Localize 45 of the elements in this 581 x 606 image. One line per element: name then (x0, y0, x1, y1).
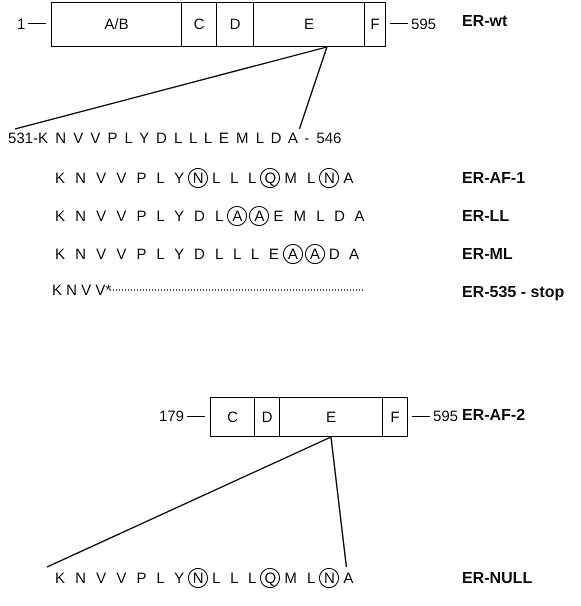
domain-box: C (181, 2, 217, 47)
circled-residue: A (282, 244, 303, 264)
expansion-line (298, 46, 328, 130)
construct-name: ER-AF-2 (462, 407, 526, 425)
sequence-text: M L (284, 570, 316, 586)
construct-name: ER-535 - stop (462, 284, 564, 302)
sequence-text: L L L (212, 570, 256, 586)
sequence-text: D A (328, 246, 360, 262)
sequence-text: K N V V P L Y (55, 170, 184, 186)
construct-name: ER-wt (462, 13, 508, 31)
sequence-text: K N V V P L Y D L (55, 208, 224, 224)
domain-box: A/B (51, 2, 182, 47)
domain-box: C (210, 397, 255, 437)
domain-box: D (216, 2, 254, 47)
sequence-text: K N V V P L Y D L L L E (55, 246, 279, 262)
construct-name: ER-LL (462, 208, 510, 226)
sequence-text: L L L (212, 170, 256, 186)
circled-residue: Q (260, 168, 280, 188)
domain-box: D (254, 397, 280, 437)
expansion-line (330, 436, 348, 568)
circled-residue: Q (260, 568, 280, 588)
sequence-text: A (343, 570, 354, 586)
domain-box: E (253, 2, 365, 47)
construct-name: ER-AF-1 (462, 170, 526, 188)
circled-residue: A (249, 206, 270, 226)
domain-box: E (279, 397, 383, 437)
sequence-text: A (343, 170, 354, 186)
circled-residue: N (319, 568, 340, 588)
residue-number: 595 (389, 16, 436, 32)
circled-residue: N (188, 168, 208, 188)
circled-residue: N (188, 568, 208, 588)
domain-box: F (382, 397, 408, 437)
expansion-line (46, 436, 332, 568)
sequence-text: E M L D A (273, 208, 364, 224)
sequence-text: K N V V* (52, 282, 112, 299)
circled-residue: N (319, 168, 340, 188)
sequence-text: 531-K N V V P L Y D L L L E M L D A - 546 (8, 130, 342, 147)
circled-residue: A (304, 244, 325, 264)
construct-name: ER-NULL (462, 570, 532, 588)
circled-residue: A (227, 206, 248, 226)
sequence-text: M L (284, 170, 316, 186)
expansion-line (14, 46, 328, 130)
construct-name: ER-ML (462, 246, 513, 264)
domain-box: F (364, 2, 386, 47)
sequence-text: K N V V P L Y (55, 570, 184, 586)
